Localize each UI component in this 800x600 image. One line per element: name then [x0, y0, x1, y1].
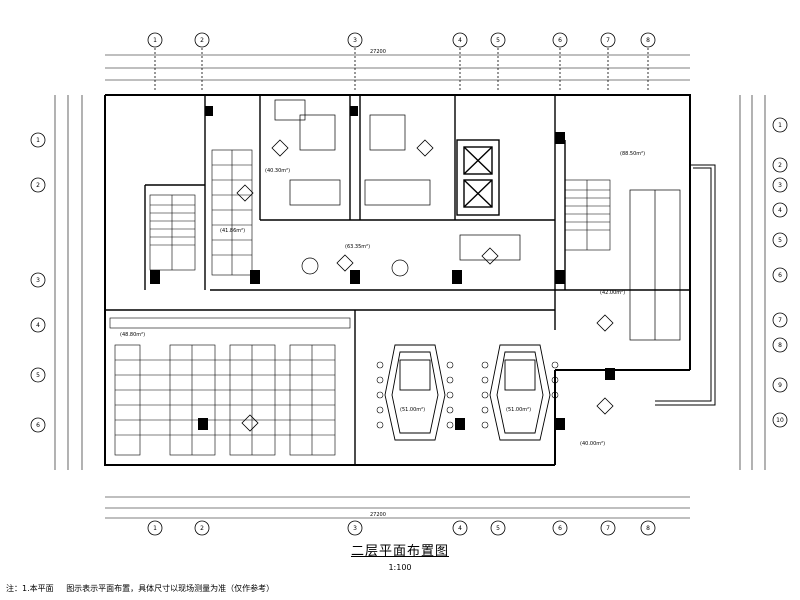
- room-label-office-b: (41.86m²): [220, 228, 245, 234]
- axis-right-7: 7: [778, 317, 782, 324]
- footnote: 注：1.本平面 图示表示平面布置，具体尺寸以现场测量为准（仅作参考）: [6, 583, 284, 594]
- axis-left-1: 1: [36, 137, 40, 144]
- axis-bottom-4: 4: [458, 525, 462, 532]
- axis-top-1: 1: [153, 37, 157, 44]
- axis-right-6: 6: [778, 272, 782, 279]
- round-tables: [301, 257, 409, 277]
- workstations-left-column: [211, 149, 253, 276]
- axis-left-6: 6: [36, 422, 40, 429]
- room-label-hall-b: (48.80m²): [120, 332, 145, 338]
- axis-right-5: 5: [778, 237, 782, 244]
- conference-tables: [384, 344, 551, 441]
- drawing-title: 二层平面布置图: [350, 544, 449, 559]
- bottom-axis-bubbles: [147, 520, 656, 536]
- room-label-right-mid: (40.00m²): [580, 441, 605, 447]
- axis-bottom-2: 2: [200, 525, 204, 532]
- axis-top-5: 5: [496, 37, 500, 44]
- interior-walls: [105, 95, 690, 465]
- axis-top-6: 6: [558, 37, 562, 44]
- room-area-labels: (40.30m²) (41.86m²) (63.35m²) (48.80m²) …: [120, 151, 645, 447]
- axis-right-2: 2: [778, 162, 782, 169]
- axis-right-10: 10: [776, 417, 784, 424]
- stair-right: [564, 179, 611, 251]
- bottom-dimension-lines: [105, 496, 690, 519]
- left-dimension-lines: [54, 95, 83, 470]
- axis-bottom-8: 8: [646, 525, 650, 532]
- axis-bottom-5: 5: [496, 525, 500, 532]
- drawing-title-block: 二层平面布置图 1:100: [300, 540, 500, 572]
- axis-top-7: 7: [606, 37, 610, 44]
- axis-right-9: 9: [778, 382, 782, 389]
- axis-left-4: 4: [36, 322, 40, 329]
- axis-right-4: 4: [778, 207, 782, 214]
- stair-left: [149, 194, 196, 271]
- top-axis-bubbles: [147, 32, 656, 92]
- room-label-lobby: (42.00m²): [600, 290, 625, 296]
- axis-left-3: 3: [36, 277, 40, 284]
- room-label-meeting-b: (51.00m²): [506, 407, 531, 413]
- footnote-text: 图示表示平面布置，具体尺寸以现场测量为准（仅作参考）: [66, 584, 275, 593]
- axis-top-8: 8: [646, 37, 650, 44]
- floor-decor-diamonds: [236, 139, 614, 432]
- axis-bottom-7: 7: [606, 525, 610, 532]
- axis-right-3: 3: [778, 182, 782, 189]
- axis-bottom-1: 1: [153, 525, 157, 532]
- drawing-scale: 1:100: [388, 563, 412, 572]
- dimension-text: 27200 27200: [370, 49, 386, 518]
- conference-chairs: [376, 361, 559, 429]
- elevator-shafts: [456, 139, 500, 216]
- axis-right-1: 1: [778, 122, 782, 129]
- dim-top-total: 27200: [370, 49, 386, 55]
- axis-bottom-3: 3: [353, 525, 357, 532]
- right-dimension-lines: [739, 95, 766, 470]
- room-label-right-top: (88.50m²): [620, 151, 645, 157]
- top-dimension-lines: [105, 54, 690, 81]
- room-label-hall-a: (63.35m²): [345, 244, 370, 250]
- open-office-desks: [109, 317, 351, 456]
- axis-left-5: 5: [36, 372, 40, 379]
- curtain-wall: [655, 164, 716, 406]
- axis-top-3: 3: [353, 37, 357, 44]
- axis-top-2: 2: [200, 37, 204, 44]
- axis-bottom-6: 6: [558, 525, 562, 532]
- left-axis-bubbles: [30, 132, 46, 433]
- axis-left-2: 2: [36, 182, 40, 189]
- lounge-sofas: [274, 99, 681, 341]
- structural-columns: [150, 106, 615, 430]
- footnote-prefix: 注：1.本平面: [6, 584, 54, 593]
- room-label-meeting-a: (51.00m²): [400, 407, 425, 413]
- right-axis-bubbles: [772, 117, 788, 428]
- axis-right-8: 8: [778, 342, 782, 349]
- dim-bottom-total: 27200: [370, 512, 386, 518]
- room-label-office-a: (40.30m²): [265, 168, 290, 174]
- axis-top-4: 4: [458, 37, 462, 44]
- exterior-walls: [104, 94, 691, 466]
